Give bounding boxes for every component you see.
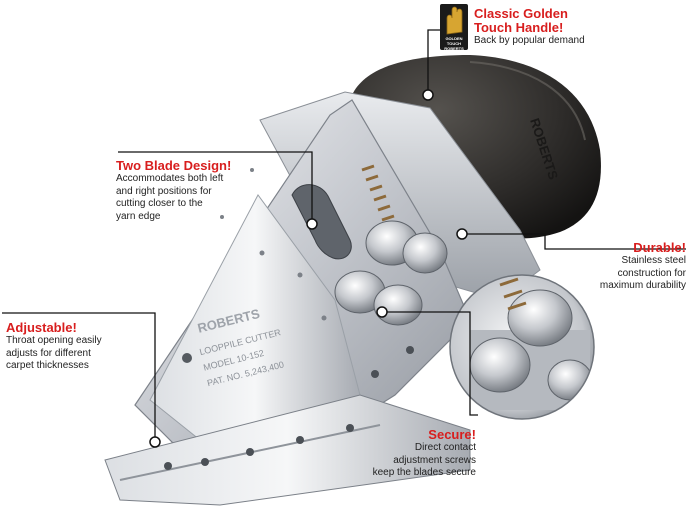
callout-blade-line: yarn edge	[116, 210, 161, 222]
callout-blade-line: Accommodates both left	[116, 173, 224, 184]
callout-durable: Durable! Stainless steel construction fo…	[560, 241, 686, 293]
detail-magnifier	[449, 274, 595, 420]
callout-durable-line: maximum durability	[599, 280, 686, 291]
callout-secure: Secure! Direct contact adjustment screws…	[340, 428, 476, 480]
callout-handle-title-2: Touch Handle!	[474, 20, 564, 35]
callout-blade-line: cutting closer to the	[116, 198, 203, 209]
leader-lines	[2, 29, 686, 442]
callout-secure-line: adjustment screws	[393, 454, 476, 466]
adjustment-knob-upper	[365, 220, 448, 274]
callout-blade-line: and right positions for	[116, 185, 212, 197]
callout-adjustable-line: carpet thicknesses	[6, 360, 89, 371]
callout-secure-title: Secure!	[428, 427, 476, 442]
callout-adjustable-title: Adjustable!	[6, 320, 77, 335]
cutter-body: ROBERTS LOOPPILE CUTTER MODEL 10-152 PAT…	[104, 91, 541, 506]
callout-secure-line: keep the blades secure	[372, 467, 476, 478]
callout-handle: Classic Golden Touch Handle! Back by pop…	[474, 7, 684, 48]
callout-adjustable-line: Throat opening easily	[6, 335, 102, 346]
logo-brand: ROBERTS	[444, 46, 464, 51]
callout-durable-line: construction for	[617, 267, 686, 279]
callout-handle-title-1: Classic Golden	[474, 6, 568, 21]
callout-blade: Two Blade Design! Accommodates both left…	[116, 159, 256, 223]
callout-durable-line: Stainless steel	[621, 255, 686, 266]
callout-adjustable: Adjustable! Throat opening easily adjust…	[6, 321, 146, 373]
callout-adjustable-line: adjusts for different	[6, 347, 91, 359]
leader-dots	[149, 89, 468, 448]
logo-line1: GOLDEN	[445, 36, 463, 41]
callout-secure-line: Direct contact	[414, 442, 476, 453]
callout-blade-title: Two Blade Design!	[116, 158, 232, 173]
callout-handle-body: Back by popular demand	[474, 35, 585, 46]
callout-durable-title: Durable!	[633, 240, 686, 255]
logo-label: GOLDEN TOUCH ROBERTS	[439, 36, 469, 51]
golden-touch-logo	[440, 4, 468, 50]
spring	[361, 164, 395, 222]
logo-line2: TOUCH	[446, 41, 462, 46]
